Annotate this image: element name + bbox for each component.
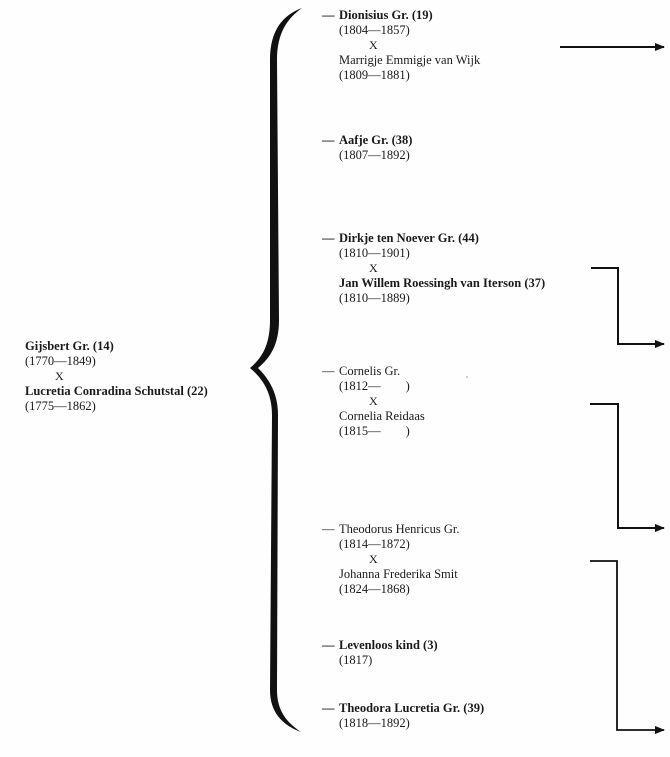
father-dates: (1770—1849) bbox=[25, 354, 96, 368]
arrow-right-icon bbox=[590, 403, 665, 532]
father-name: Gijsbert Gr. (14) bbox=[25, 339, 114, 353]
spouse-dates: (1824—1868) bbox=[339, 582, 410, 596]
marriage-mark: X bbox=[369, 552, 378, 566]
child-name: Dirkje ten Noever Gr. (44) bbox=[339, 231, 479, 245]
spouse-name: Marrigje Emmigje van Wijk bbox=[339, 53, 481, 67]
spouse-name: Johanna Frederika Smit bbox=[339, 567, 458, 581]
mother-dates: (1775—1862) bbox=[25, 399, 96, 413]
child-dates: (1812— ) bbox=[339, 379, 410, 393]
child-entry: — Cornelis Gr. (1812— ) X Cornelia Reidaa… bbox=[322, 364, 425, 439]
marriage-mark: X bbox=[369, 38, 378, 52]
arrow-right-icon bbox=[591, 267, 665, 348]
child-dash: — bbox=[322, 8, 335, 22]
child-dates: (1807—1892) bbox=[339, 148, 410, 162]
parents-block: Gijsbert Gr. (14) (1770—1849) X Lucretia… bbox=[25, 339, 208, 414]
child-entry: — Levenloos kind (3) (1817) bbox=[322, 638, 438, 668]
spouse-name: Jan Willem Roessingh van Iterson (37) bbox=[339, 276, 546, 290]
child-entry: —Dirkje ten Noever Gr. (44) (1810—1901) … bbox=[322, 231, 546, 306]
child-name: Aafje Gr. (38) bbox=[339, 133, 413, 147]
arrow-right-icon bbox=[590, 560, 665, 734]
child-entry: — Aafje Gr. (38) (1807—1892) bbox=[322, 133, 413, 163]
child-name: Dionisius Gr. (19) bbox=[339, 8, 433, 22]
child-name: Levenloos kind (3) bbox=[339, 638, 438, 652]
paper-speck bbox=[466, 376, 468, 378]
child-dates: (1817) bbox=[339, 653, 373, 667]
child-dates: (1810—1901) bbox=[339, 246, 410, 260]
child-name: Theodora Lucretia Gr. (39) bbox=[339, 701, 485, 715]
child-entry: — Theodorus Henricus Gr. (1814—1872) X Jo… bbox=[322, 522, 460, 597]
child-dates: (1818—1892) bbox=[339, 716, 410, 730]
marriage-mark: X bbox=[369, 394, 378, 408]
spouse-dates: (1815— ) bbox=[339, 424, 410, 438]
child-name: Cornelis Gr. bbox=[339, 364, 401, 378]
child-dash: — bbox=[322, 231, 335, 245]
spouse-dates: (1810—1889) bbox=[339, 291, 410, 305]
spouse-name: Cornelia Reidaas bbox=[339, 409, 425, 423]
curly-brace-icon bbox=[250, 8, 302, 732]
child-entry: — Dionisius Gr. (19) (1804—1857) X Marrig… bbox=[322, 8, 481, 83]
child-dash: — bbox=[322, 638, 335, 652]
child-dash: — bbox=[322, 522, 335, 536]
marriage-mark: X bbox=[369, 261, 378, 275]
child-entry: — Theodora Lucretia Gr. (39) (1818—1892) bbox=[322, 701, 485, 731]
child-dates: (1814—1872) bbox=[339, 537, 410, 551]
spouse-dates: (1809—1881) bbox=[339, 68, 410, 82]
child-dates: (1804—1857) bbox=[339, 23, 410, 37]
child-dash: — bbox=[322, 701, 335, 715]
child-dash: — bbox=[322, 133, 335, 147]
child-name: Theodorus Henricus Gr. bbox=[339, 522, 460, 536]
mother-name: Lucretia Conradina Schutstal (22) bbox=[25, 384, 208, 398]
marriage-mark: X bbox=[55, 369, 64, 383]
child-dash: — bbox=[322, 364, 335, 378]
